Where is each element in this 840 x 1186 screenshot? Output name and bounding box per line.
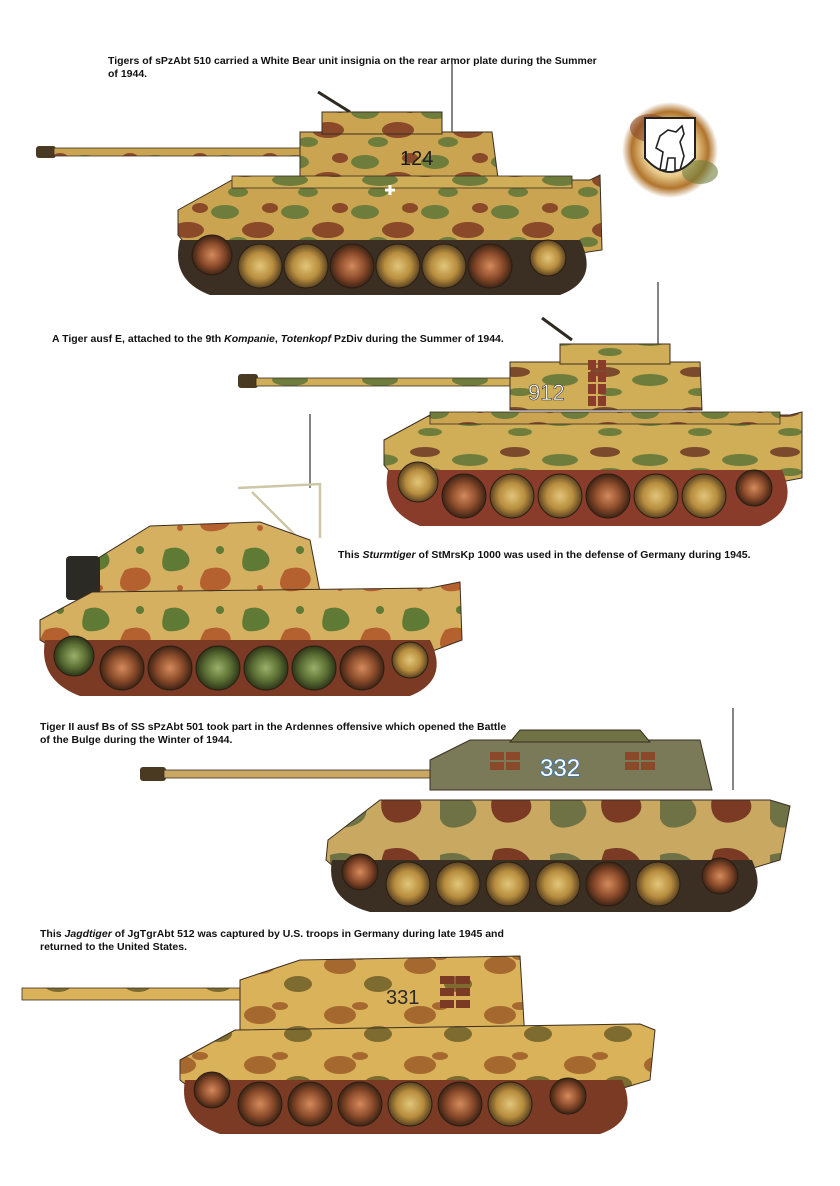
caption-tiger-ii-332: Tiger II ausf Bs of SS sPzAbt 501 took p… [40, 721, 507, 746]
caption-jagdtiger-331: This Jagdtiger of JgTgrAbt 512 was captu… [40, 928, 504, 953]
jagdtiger-331-illustration: 331 [21, 955, 656, 1134]
white-bear-insignia [622, 102, 718, 198]
caption-text: Tigers of sPzAbt 510 carried a White Bea… [108, 55, 597, 80]
tiger-912-number: 912 [528, 380, 565, 405]
tiger-124-number: 124 [400, 148, 433, 170]
tiger-ii-332-number: 332 [540, 755, 580, 782]
tiger-912-illustration: 912 [238, 282, 803, 526]
sturmtiger-illustration [39, 414, 463, 696]
jagdtiger-331-number: 331 [386, 987, 419, 1009]
caption-sturmtiger: This Sturmtiger of StMrsKp 1000 was used… [338, 549, 751, 561]
caption-tiger-124: Tigers of sPzAbt 510 carried a White Bea… [108, 55, 598, 81]
caption-tiger-912: A Tiger ausf E, attached to the 9th Komp… [52, 333, 504, 345]
tiger-ii-332-illustration: 332 [140, 708, 791, 912]
tiger-124-illustration: 124 [36, 58, 603, 295]
